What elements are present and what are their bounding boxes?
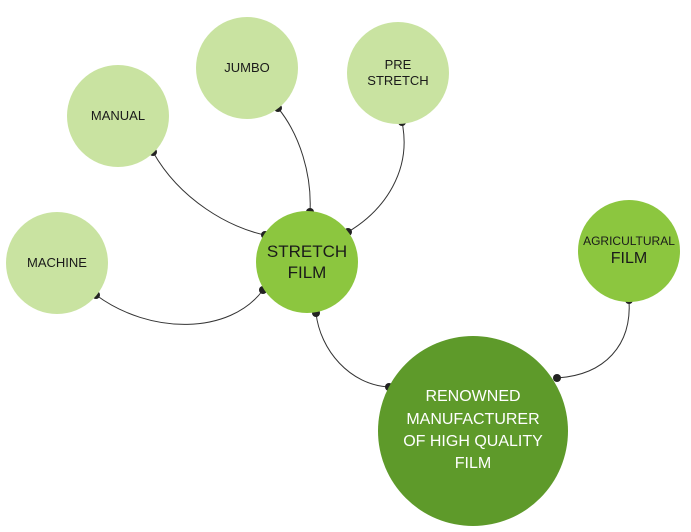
node-renowned-label-line4: FILM: [454, 455, 492, 473]
node-pre-stretch-label-line2: STRETCH: [367, 73, 429, 88]
node-agricultural-film: AGRICULTURAL FILM: [578, 200, 680, 302]
node-renowned-label-line1: RENOWNED: [425, 388, 521, 406]
node-jumbo-label: JUMBO: [224, 59, 270, 75]
node-agricultural-film-label-line1: AGRICULTURAL: [583, 233, 675, 248]
node-renowned-manufacturer: RENOWNED MANUFACTURER OF HIGH QUALITY FI…: [378, 336, 568, 526]
node-pre-stretch: PRE STRETCH: [347, 22, 449, 124]
node-stretch-film-label-line1: STRETCH: [266, 241, 348, 261]
node-pre-stretch-label-line1: PRE: [384, 56, 412, 72]
node-renowned-label-line3: OF HIGH QUALITY: [403, 433, 543, 450]
connector-jumbo-stretch: [277, 107, 311, 213]
connector-machine-stretch: [95, 289, 264, 325]
node-manual-label: MANUAL: [90, 107, 146, 123]
node-manual: MANUAL: [67, 65, 169, 167]
node-agricultural-film-label-line2: FILM: [610, 249, 648, 267]
connector-prestretch-stretch: [347, 121, 405, 233]
node-stretch-film: STRETCH FILM: [256, 211, 358, 313]
connector-agricultural-renowned: [556, 299, 630, 379]
node-jumbo: JUMBO: [196, 17, 298, 119]
node-machine-label: MACHINE: [27, 254, 87, 270]
connector-stretch-renowned: [315, 312, 390, 388]
node-machine: MACHINE: [6, 212, 108, 314]
connector-dot: [553, 374, 561, 382]
node-stretch-film-label-line2: FILM: [287, 263, 327, 282]
node-renowned-label-line2: MANUFACTURER: [406, 410, 540, 428]
connector-manual-stretch: [152, 151, 266, 236]
